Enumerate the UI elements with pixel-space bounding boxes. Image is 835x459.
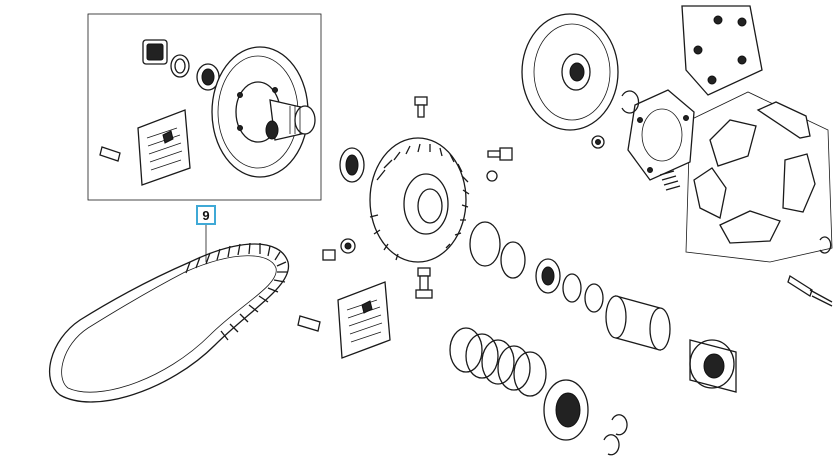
spring-seat [543,379,589,441]
circlip-bottom [603,414,628,456]
bolt-right-of-drive-face [487,147,513,161]
clutch-shoe-box [685,91,833,263]
clutch-plate [627,89,695,181]
guide-pin-lower [297,315,321,332]
movable-drive-face [211,46,316,178]
caution-label-inset [137,109,191,186]
washer-right [486,170,498,182]
bolt-lower-middle [415,267,433,299]
clutch-cover-plate [681,5,763,96]
drive-face [369,137,470,263]
movable-drive-face-subassembly-box [87,13,322,201]
ball-bearing [196,63,220,91]
drive-belt [48,242,290,403]
small-clip-right [819,236,832,254]
needle-bearing [142,39,168,65]
seal-collar [689,339,737,393]
guide-pin-inset [99,146,121,162]
small-nut-top [591,135,605,149]
driven-face-spring [449,327,547,397]
spring-small [659,170,681,191]
oil-seal-inset [170,54,190,78]
callout-9[interactable]: 9 [196,205,216,225]
bolt-far-right [787,275,833,307]
caution-label-lower [337,281,391,359]
snap-ring-top [621,90,640,114]
collar [605,295,671,351]
nut-washer-lower [322,238,356,261]
ring-row [469,221,604,313]
bolt-top-middle [414,96,428,118]
driven-pulley [521,13,619,131]
drive-face-oil-seal [339,147,365,183]
